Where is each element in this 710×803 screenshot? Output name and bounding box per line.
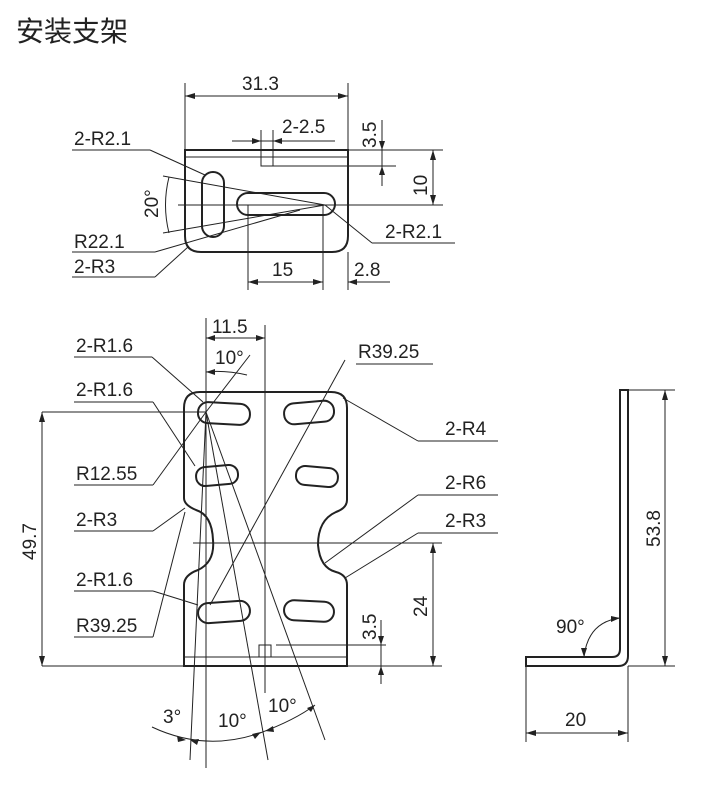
dim-height: 10 bbox=[411, 175, 432, 196]
dim-notch-width: 2-2.5 bbox=[282, 117, 325, 138]
front-view: 11.5 10° 49.7 24 3.5 3° 10° 10° 2-R1.6 2… bbox=[20, 317, 498, 768]
label-r4: 2-R4 bbox=[445, 419, 487, 440]
top-view: 31.3 2-2.5 3.5 10 20° 2-R2.1 R22.1 2-R3 … bbox=[72, 74, 455, 290]
dim-offset: 11.5 bbox=[212, 317, 248, 338]
label-r3-left: 2-R3 bbox=[76, 510, 117, 531]
dim-angle-3: 3° bbox=[163, 707, 181, 728]
label-r16-a: 2-R1.6 bbox=[76, 336, 133, 357]
dim-height: 53.8 bbox=[644, 510, 665, 547]
side-view: 53.8 90° 20 bbox=[525, 389, 675, 742]
front-plate-outline bbox=[183, 391, 348, 667]
dim-notch-depth: 3.5 bbox=[360, 122, 381, 148]
label-slot-radius-left: 2-R2.1 bbox=[74, 129, 131, 150]
label-r16-b: 2-R1.6 bbox=[76, 380, 133, 401]
top-slot-horizontal bbox=[236, 192, 336, 216]
dim-edge-offset: 2.8 bbox=[354, 260, 380, 281]
dim-width: 31.3 bbox=[242, 74, 279, 95]
dim-angle: 20° bbox=[142, 189, 163, 218]
page-title: 安装支架 bbox=[16, 15, 129, 48]
label-r3925-left: R39.25 bbox=[76, 616, 137, 637]
dim-angle: 90° bbox=[556, 617, 585, 638]
label-slot-radius-right: 2-R2.1 bbox=[385, 222, 442, 243]
dim-angle-10a: 10° bbox=[218, 711, 247, 732]
label-r3925-right: R39.25 bbox=[358, 342, 419, 363]
label-r6: 2-R6 bbox=[445, 473, 486, 494]
dim-height: 49.7 bbox=[20, 523, 41, 560]
label-r16-c: 2-R1.6 bbox=[76, 570, 133, 591]
label-corner-radius: 2-R3 bbox=[74, 257, 115, 278]
dim-lower-height: 24 bbox=[411, 595, 432, 617]
dim-angle-10b: 10° bbox=[268, 696, 297, 717]
label-arc-radius: R22.1 bbox=[74, 232, 125, 253]
label-r3-right: 2-R3 bbox=[445, 511, 486, 532]
label-r1255: R12.55 bbox=[76, 464, 137, 485]
dim-width: 20 bbox=[565, 710, 586, 731]
dim-angle-top: 10° bbox=[215, 348, 244, 369]
dim-slot-spacing: 15 bbox=[272, 260, 293, 281]
dim-notch-depth: 3.5 bbox=[360, 614, 381, 640]
